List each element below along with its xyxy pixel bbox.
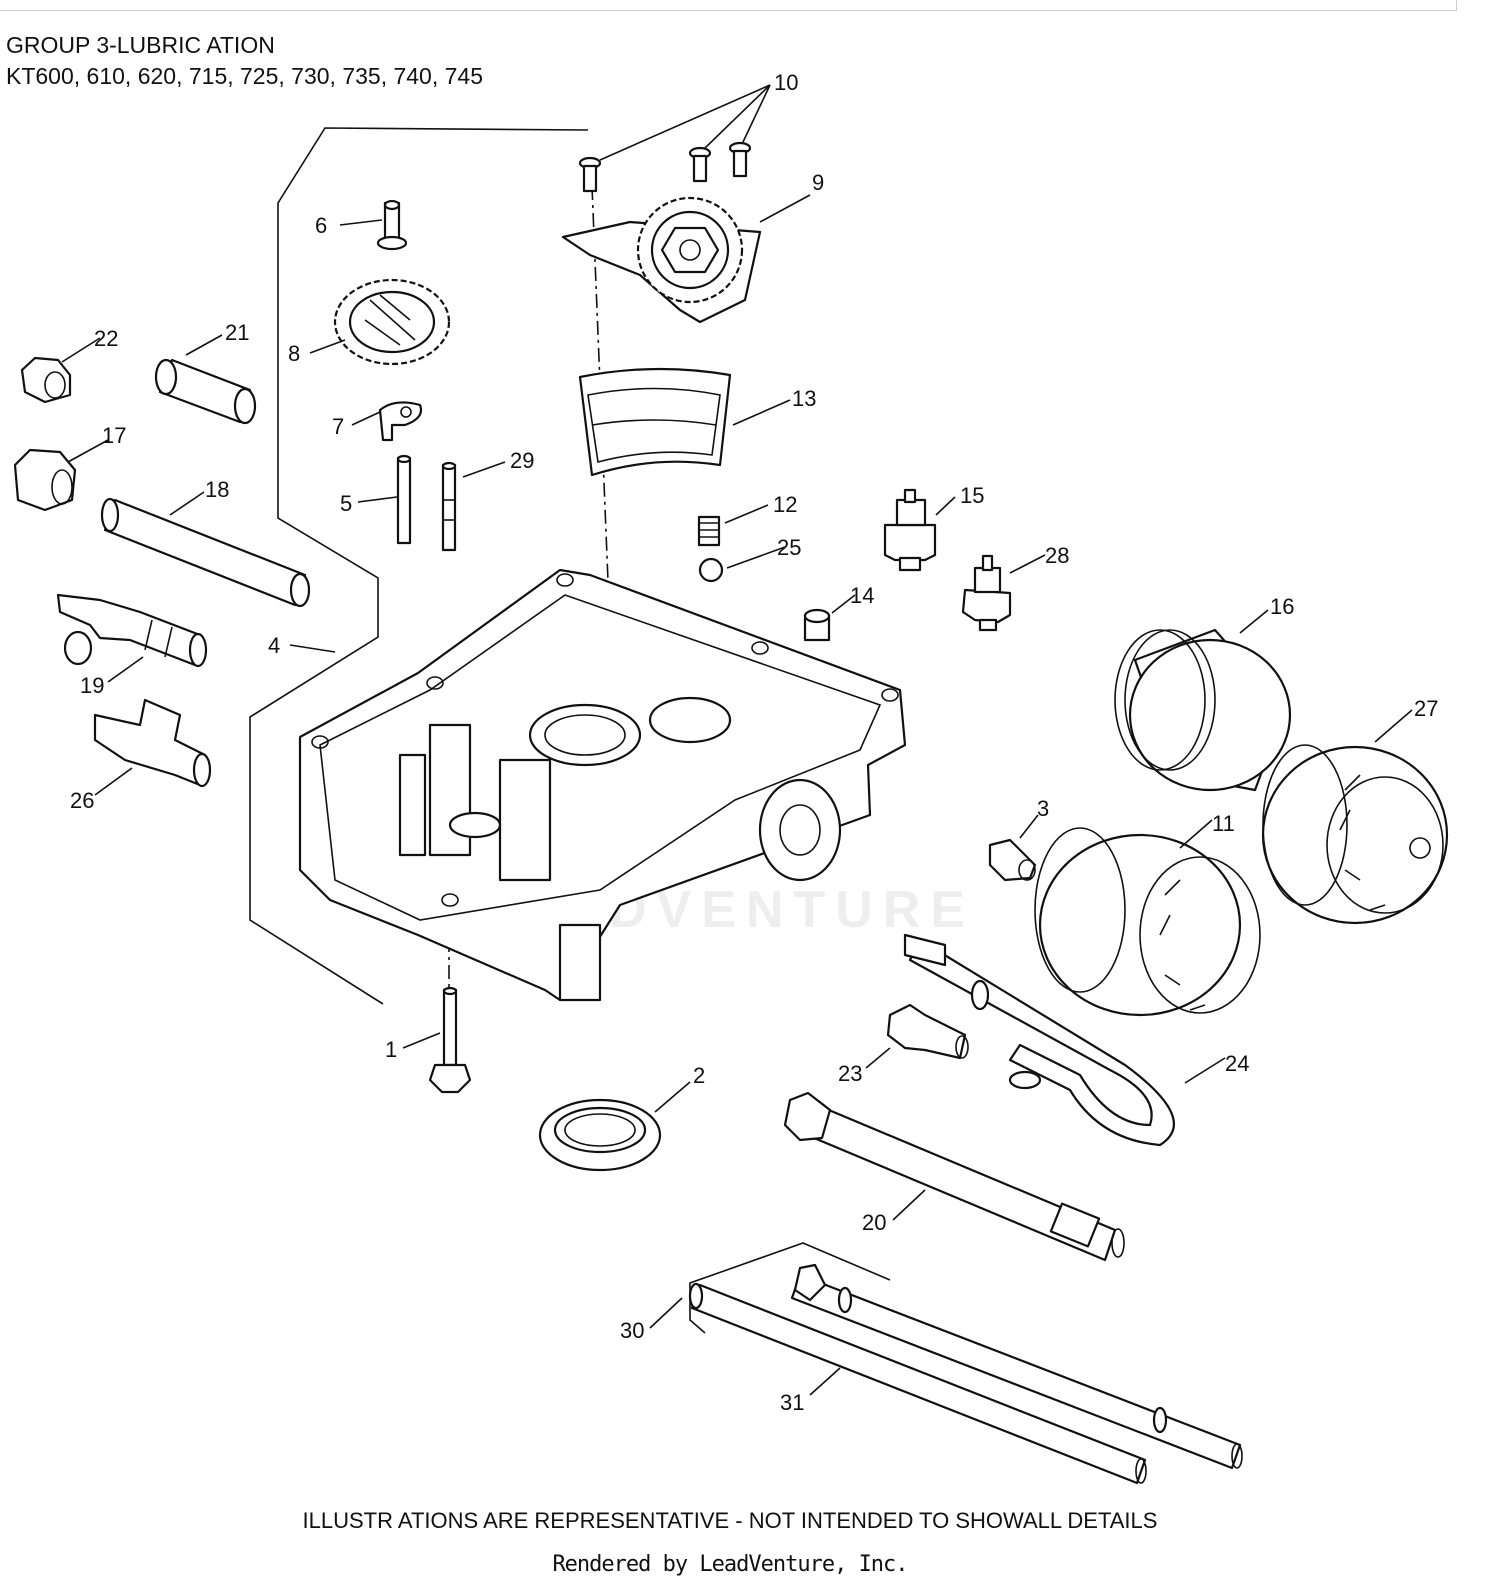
- callout-15: 15: [960, 483, 984, 508]
- callout-23: 23: [838, 1061, 862, 1086]
- callout-22: 22: [94, 326, 118, 351]
- callout-31: 31: [780, 1390, 804, 1415]
- callout-30: 30: [620, 1318, 644, 1343]
- callout-14: 14: [850, 583, 874, 608]
- top-frame-border: [0, 0, 1457, 11]
- tee-fitting-part-19: [56, 593, 208, 668]
- callout-29: 29: [510, 448, 534, 473]
- pin-part-6: [376, 199, 408, 251]
- callout-3: 3: [1037, 796, 1049, 821]
- callout-4: 4: [268, 633, 280, 658]
- screw-part-10: [578, 141, 752, 193]
- hose-part-24: [903, 933, 1175, 1147]
- callout-21: 21: [225, 320, 249, 345]
- callout-2: 2: [693, 1063, 705, 1088]
- callout-1: 1: [385, 1037, 397, 1062]
- tube-part-21: [154, 358, 257, 425]
- callout-25: 25: [777, 535, 801, 560]
- group-bracket-4: [249, 127, 589, 1005]
- callout-9: 9: [812, 170, 824, 195]
- oil-seal-part-2: [538, 1098, 662, 1172]
- gear-part-8: [333, 278, 451, 366]
- oil-pump-gear-part-9: [561, 196, 762, 324]
- oil-filter-part-11: [1034, 827, 1261, 1017]
- model-list: KT600, 610, 620, 715, 725, 730, 735, 740…: [6, 63, 484, 89]
- callout-12: 12: [773, 492, 797, 517]
- callout-13: 13: [792, 386, 816, 411]
- bushing-part-14: [803, 608, 831, 642]
- oil-screen-part-13: [578, 367, 732, 477]
- callout-19: 19: [80, 673, 104, 698]
- nut-part-22: [20, 356, 72, 404]
- leader-lines: [61, 84, 1413, 1396]
- tube-part-18: [100, 497, 311, 608]
- drain-valve-part-26: [93, 698, 212, 788]
- callout-18: 18: [205, 477, 229, 502]
- dowel-part-5: [396, 454, 412, 545]
- bracket-part-7: [378, 401, 423, 442]
- callout-11: 11: [1212, 811, 1235, 836]
- group-bracket-30: [689, 1242, 891, 1334]
- fitting-part-23: [886, 1003, 969, 1060]
- disclaimer-text: ILLUSTR ATIONS ARE REPRESENTATIVE - NOT …: [302, 1508, 1158, 1533]
- bolt-part-1: [428, 986, 472, 1094]
- callout-8: 8: [288, 341, 300, 366]
- rendered-by-text: Rendered by LeadVenture, Inc.: [552, 1552, 908, 1577]
- oil-filter-part-16: [1114, 628, 1292, 792]
- callout-20: 20: [862, 1210, 886, 1235]
- fitting-part-17: [13, 448, 77, 512]
- dowel-part-29: [441, 461, 457, 552]
- ball-part-25: [698, 557, 724, 583]
- spring-part-12: [697, 515, 721, 547]
- callout-6: 6: [315, 213, 327, 238]
- callout-5: 5: [340, 491, 352, 516]
- oil-pan-part-4: [298, 568, 907, 1002]
- hose-part-20: [783, 1091, 1125, 1262]
- group-title: GROUP 3-LUBRIC ATION: [6, 32, 275, 58]
- callout-27: 27: [1414, 696, 1438, 721]
- pressure-switch-part-15: [883, 488, 937, 572]
- callout-26: 26: [70, 788, 94, 813]
- diagram-title: GROUP 3-LUBRIC ATION KT600, 610, 620, 71…: [6, 30, 483, 92]
- callout-10: 10: [774, 70, 798, 95]
- callout-24: 24: [1225, 1051, 1249, 1076]
- dipstick-part-30: [688, 1282, 1147, 1485]
- sensor-part-28: [961, 554, 1012, 632]
- callout-labels: 1 2 3 4 5 6 7 8 9 10 11 12 13 14 15 16 1…: [70, 70, 1438, 1415]
- callout-7: 7: [332, 414, 344, 439]
- callout-28: 28: [1045, 543, 1069, 568]
- dipstick-tube-part-31: [790, 1263, 1243, 1470]
- oil-filter-part-27: [1261, 744, 1449, 925]
- callout-16: 16: [1270, 594, 1294, 619]
- callout-17: 17: [102, 423, 126, 448]
- fitting-part-3: [988, 838, 1037, 882]
